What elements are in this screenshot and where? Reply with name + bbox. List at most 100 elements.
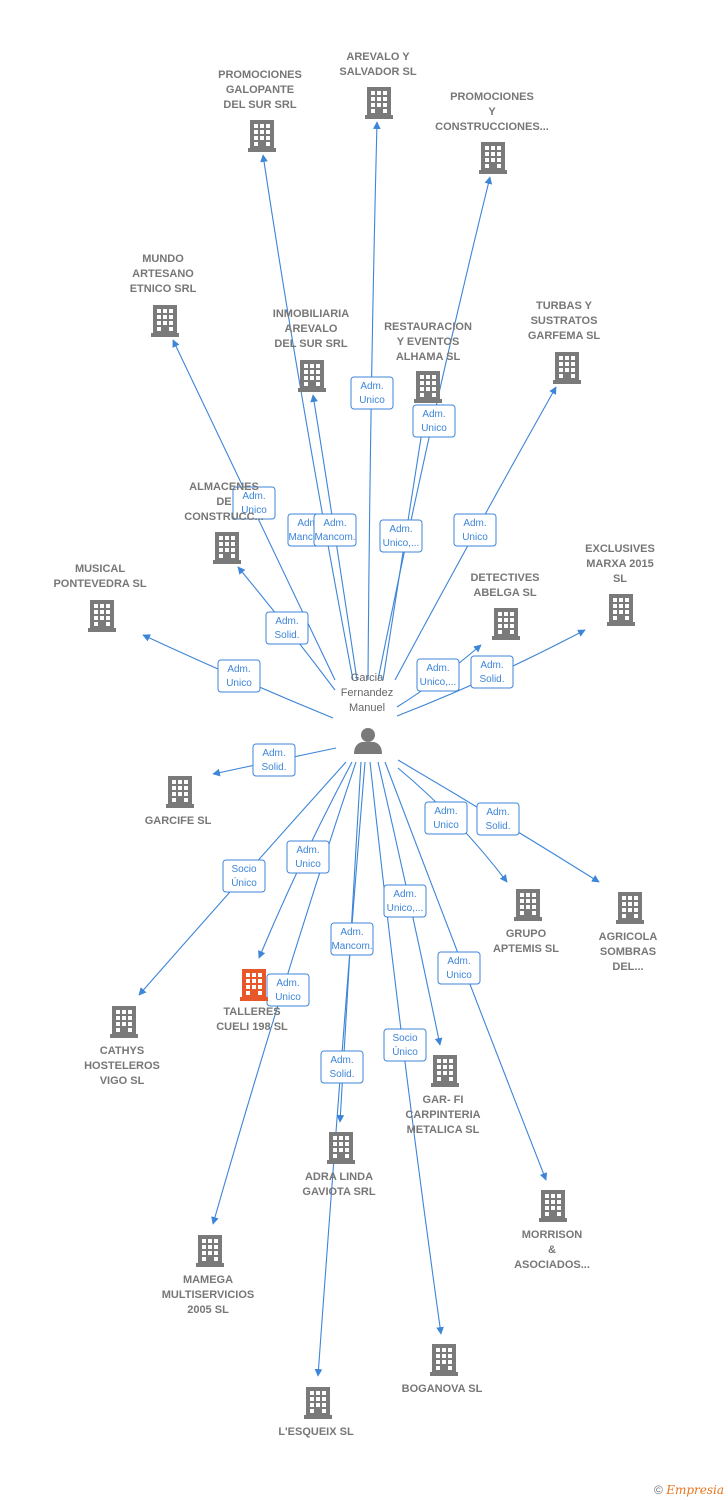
edge-role-box — [350, 376, 394, 410]
company-name-line: PROMOCIONES — [218, 69, 302, 81]
company-node-inmobiliaria-arevalo[interactable]: INMOBILIARIA AREVALO DEL SUR SRL — [273, 308, 349, 392]
company-node-garcife[interactable]: GARCIFE SL — [145, 776, 212, 827]
edge-role-label[interactable]: Adm.Unico,... — [379, 519, 423, 553]
edge-role-label[interactable]: Adm.Unico,... — [383, 884, 427, 918]
center-person-node[interactable]: Garcia Fernandez Manuel — [341, 672, 394, 754]
person-icon — [354, 728, 382, 754]
center-name-line-2: Fernandez — [341, 687, 394, 699]
company-name-line: GARCIFE SL — [145, 815, 212, 827]
edge-role-label[interactable]: Adm.Unico — [412, 404, 456, 438]
company-node-talleres-cueli[interactable]: TALLERES CUELI 198 SL — [216, 969, 288, 1033]
company-name-line: ALMACENES — [189, 481, 259, 493]
company-node-promociones-construcciones[interactable]: PROMOCIONESYCONSTRUCCIONES... — [435, 91, 549, 174]
company-name-line: CONSTRUCC... — [184, 511, 263, 523]
edge-role-box — [222, 859, 266, 893]
edge-role-label[interactable]: Adm.Unico — [217, 659, 261, 693]
edge-role-text: Adm. — [276, 978, 299, 989]
company-node-restauracion-eventos[interactable]: RESTAURACION Y EVENTOS ALHAMA SL — [384, 321, 472, 403]
edge-role-label[interactable]: Adm.Unico — [437, 951, 481, 985]
edge-role-box — [232, 486, 276, 520]
company-name-line: DE — [216, 496, 231, 508]
edge-role-label[interactable]: Adm.Unico — [424, 801, 468, 835]
company-name-line: MARXA 2015 — [586, 558, 653, 570]
edge-role-box — [437, 951, 481, 985]
company-name-line: SUSTRATOS — [531, 315, 598, 327]
building-icon — [616, 892, 644, 924]
company-node-boganova[interactable]: BOGANOVA SL — [402, 1344, 483, 1395]
company-node-almacenes-construcciones[interactable]: ALMACENES DE CONSTRUCC... — [184, 481, 264, 564]
edge-role-label[interactable]: Adm.Unico — [266, 973, 310, 1007]
company-name-line: DEL SUR SRL — [274, 338, 347, 350]
brand-logo[interactable]: Empresia — [666, 1483, 724, 1497]
edge-role-text: Unico,... — [420, 677, 457, 688]
edge-role-text: Unico — [241, 505, 267, 516]
edge-role-text: Solid. — [485, 821, 510, 832]
company-name-line: GAVIOTA SRL — [302, 1186, 375, 1198]
edge-role-label[interactable]: Adm.Unico — [232, 486, 276, 520]
edge-role-label[interactable]: Adm.Unico,... — [416, 658, 460, 692]
edge-role-text: Adm. — [422, 409, 445, 420]
edge-role-box — [383, 884, 427, 918]
edge-role-label[interactable]: Adm.Mancom. — [313, 513, 357, 547]
company-node-agricola-sombras[interactable]: AGRICOLASOMBRASDEL... — [599, 892, 658, 973]
company-name-line: AREVALO — [285, 323, 338, 335]
edge-role-label[interactable]: Adm.Unico — [350, 376, 394, 410]
company-name-line: EXCLUSIVES — [585, 543, 655, 555]
building-icon — [539, 1190, 567, 1222]
company-name-line: TURBAS Y — [536, 300, 593, 312]
edge-role-label[interactable]: Adm.Unico — [453, 513, 497, 547]
edge-role-text: Solid. — [329, 1069, 354, 1080]
edge-role-label[interactable]: Adm.Solid. — [320, 1050, 364, 1084]
edge-role-text: Adm. — [296, 845, 319, 856]
edge-role-label[interactable]: Adm.Solid. — [265, 611, 309, 645]
company-name-line: RESTAURACION — [384, 321, 472, 333]
edge-role-text: Adm. — [227, 664, 250, 675]
edge-role-box — [476, 802, 520, 836]
center-name-line-3: Manuel — [349, 702, 385, 714]
company-node-lesqueix[interactable]: L'ESQUEIX SL — [278, 1387, 354, 1438]
company-name-line: GRUPO — [506, 928, 547, 940]
building-icon — [304, 1387, 332, 1419]
edge-role-text: Unico,... — [387, 903, 424, 914]
edge-role-box — [286, 840, 330, 874]
company-name-line: INMOBILIARIA — [273, 308, 349, 320]
building-icon — [365, 87, 393, 119]
building-icon — [514, 889, 542, 921]
company-name-line: PONTEVEDRA SL — [53, 578, 146, 590]
edge-role-label[interactable]: Adm.Solid. — [252, 743, 296, 777]
company-name-line: TALLERES — [223, 1006, 280, 1018]
edge-role-box — [313, 513, 357, 547]
company-name-line: CATHYS — [100, 1045, 144, 1057]
company-name-line: CUELI 198 SL — [216, 1021, 288, 1033]
edge-to-promociones-galopante — [260, 154, 354, 681]
company-node-morrison-asociados[interactable]: MORRISON&ASOCIADOS... — [514, 1190, 590, 1271]
edge-role-text: Unico — [295, 859, 321, 870]
company-name-line: Y EVENTOS — [397, 336, 460, 348]
edge-role-text: Adm. — [486, 807, 509, 818]
company-name-line: ARTESANO — [132, 268, 194, 280]
edge-role-label[interactable]: Adm. Solid. — [476, 802, 520, 836]
edge-role-box — [252, 743, 296, 777]
building-icon — [607, 594, 635, 626]
company-name-line: 2005 SL — [187, 1304, 229, 1316]
edge-role-label[interactable]: Adm. Unico — [286, 840, 330, 874]
company-name-line: ALHAMA SL — [396, 351, 461, 363]
building-icon — [248, 120, 276, 152]
company-name-line: DEL SUR SRL — [223, 99, 296, 111]
edge-role-label[interactable]: Adm.Mancom. — [330, 922, 374, 956]
edge-role-label[interactable]: Adm.Solid. — [470, 655, 514, 689]
